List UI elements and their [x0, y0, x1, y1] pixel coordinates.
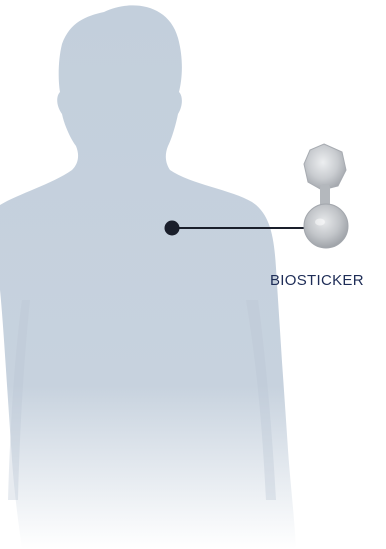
biosticker-label: BIOSTICKER [270, 272, 386, 289]
body-silhouette [0, 5, 296, 549]
placement-dot [165, 221, 180, 236]
biosticker-device-icon [304, 144, 348, 248]
